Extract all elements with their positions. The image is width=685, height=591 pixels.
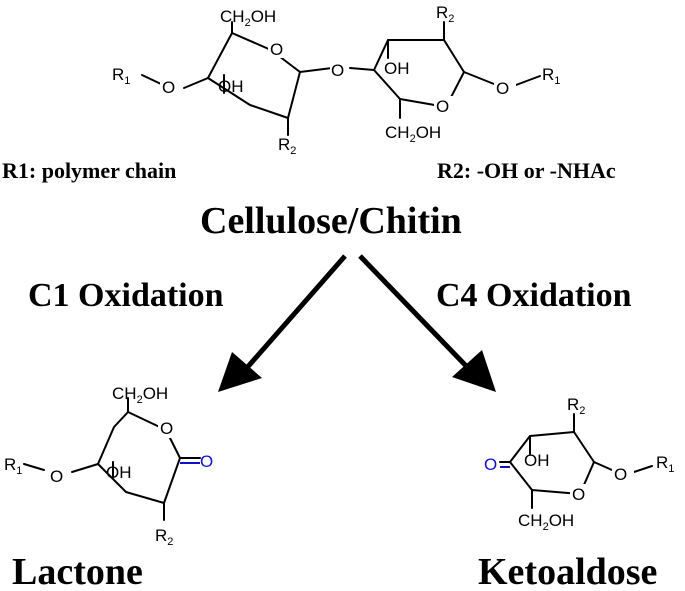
left-oh-label: OH xyxy=(218,77,244,96)
left-r2-label: R2 xyxy=(278,135,296,157)
lactone-ch2oh-label: CH2OH xyxy=(112,384,168,406)
lactone-oh-label: OH xyxy=(106,463,132,482)
r1-note: R1: polymer chain xyxy=(2,158,176,183)
lactone-structure xyxy=(23,397,201,521)
c1-arrow xyxy=(218,254,347,392)
c4-oxidation-label: C4 Oxidation xyxy=(436,277,632,314)
right-r1-label: R1 xyxy=(542,65,560,87)
ketoaldose-ch2oh-label: CH2OH xyxy=(518,511,574,533)
left-r1-label: R1 xyxy=(112,65,130,87)
lactone-r2-label: R2 xyxy=(155,526,173,548)
lactone-ether-oxygen: O xyxy=(50,467,63,486)
lactone-ring-oxygen: O xyxy=(160,419,173,438)
lactone-name: Lactone xyxy=(12,551,143,591)
ketoaldose-r2-label: R2 xyxy=(567,395,585,417)
ketoaldose-carbonyl-oxygen: O xyxy=(484,455,497,474)
right-ch2oh-label: CH2OH xyxy=(385,123,441,145)
ketoaldose-name: Ketoaldose xyxy=(478,551,657,591)
left-ring-oxygen: O xyxy=(270,40,283,59)
lactone-carbonyl-oxygen: O xyxy=(200,452,213,471)
substrate-structure: O CH2OH O R1 OH R2 O O R2 OH CH2OH O R1 xyxy=(112,3,560,157)
left-ether-oxygen: O xyxy=(162,78,175,97)
ketoaldose-structure xyxy=(499,413,653,509)
right-r2-label: R2 xyxy=(436,3,454,25)
ketoaldose-ether-oxygen: O xyxy=(614,465,627,484)
glycosidic-oxygen: O xyxy=(331,61,344,80)
c4-arrow xyxy=(358,254,496,392)
right-ether-oxygen: O xyxy=(496,79,509,98)
right-ring-oxygen: O xyxy=(436,97,449,116)
lactone-r1-label: R1 xyxy=(4,455,22,477)
right-ring xyxy=(349,21,541,119)
left-ch2oh-label: CH2OH xyxy=(220,7,276,29)
c1-oxidation-label: C1 Oxidation xyxy=(28,277,224,314)
ketoaldose-oh-label: OH xyxy=(524,451,550,470)
ketoaldose-r1-label: R1 xyxy=(656,453,674,475)
right-oh-label: OH xyxy=(384,59,410,78)
ketoaldose-ring-oxygen: O xyxy=(572,485,585,504)
substrate-name: Cellulose/Chitin xyxy=(200,200,462,242)
r2-note: R2: -OH or -NHAc xyxy=(437,158,616,183)
